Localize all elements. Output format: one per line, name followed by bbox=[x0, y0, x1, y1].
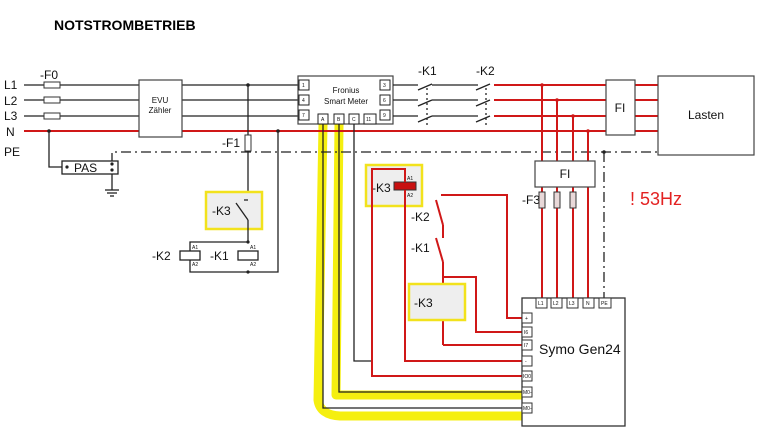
frequency-warning: ! 53Hz bbox=[630, 189, 682, 209]
k1-a2-label: A2 bbox=[250, 262, 256, 268]
wire-plus bbox=[441, 194, 522, 319]
svg-text:+: + bbox=[525, 316, 528, 322]
label-f1: -F1 bbox=[222, 136, 240, 150]
label-l2: L2 bbox=[4, 94, 18, 108]
svg-text:M0-: M0- bbox=[523, 406, 532, 412]
pas-label: PAS bbox=[74, 161, 97, 175]
ground-icon bbox=[105, 189, 119, 197]
fuse-f3-l2 bbox=[553, 191, 561, 209]
svg-text:I7: I7 bbox=[524, 343, 528, 349]
wire-k3-coil-a1 bbox=[371, 168, 522, 377]
svg-text:PE: PE bbox=[601, 301, 608, 307]
svg-text:L1: L1 bbox=[538, 301, 544, 307]
svg-text:M0-: M0- bbox=[523, 390, 532, 396]
inverter-terminals-left: + I6 I7 - IO0 M0- M0- bbox=[521, 312, 533, 414]
pas-n-wire bbox=[48, 131, 62, 168]
label-pe: PE bbox=[4, 145, 20, 159]
k3-a1-label: A1 bbox=[407, 176, 413, 182]
label-k3-contact-left: -K3 bbox=[212, 204, 231, 218]
label-k2-main: -K2 bbox=[476, 64, 495, 78]
fuse-f3-l3 bbox=[569, 191, 577, 209]
label-k2-nc: -K2 bbox=[411, 210, 430, 224]
wire-i6 bbox=[443, 276, 522, 333]
loads-box bbox=[657, 75, 755, 156]
label-k1-main: -K1 bbox=[418, 64, 437, 78]
svg-text:7: 7 bbox=[302, 113, 305, 119]
fuse-f3-l1 bbox=[538, 191, 546, 209]
k2-main-contacts bbox=[475, 83, 491, 127]
smart-meter-label-1: Fronius bbox=[333, 86, 360, 95]
diagram-title: NOTSTROMBETRIEB bbox=[54, 17, 196, 33]
fi-main-label: FI bbox=[615, 101, 626, 115]
label-k1-nc: -K1 bbox=[411, 241, 430, 255]
wire-meter-a bbox=[322, 124, 522, 409]
label-k2-coil: -K2 bbox=[152, 249, 171, 263]
loads-label: Lasten bbox=[688, 108, 724, 122]
label-f0: -F0 bbox=[40, 68, 58, 82]
pas-box bbox=[61, 160, 119, 175]
wire-meter-b bbox=[338, 124, 522, 393]
label-n: N bbox=[6, 125, 15, 139]
svg-text:C: C bbox=[352, 117, 356, 123]
fuse-f0-l1 bbox=[43, 81, 61, 89]
k3-contact-highlight-lower bbox=[407, 282, 467, 322]
k3-a2-label: A2 bbox=[407, 193, 413, 199]
evu-label-2: Zähler bbox=[149, 106, 172, 115]
inverter-box bbox=[521, 297, 626, 427]
label-l3: L3 bbox=[4, 109, 18, 123]
wire-k3-coil-a2 bbox=[404, 190, 522, 362]
svg-text:N: N bbox=[586, 301, 590, 307]
evu-label-1: EVU bbox=[152, 96, 169, 105]
smart-meter-terminals-bottom: A B C 11 bbox=[317, 113, 377, 125]
svg-text:I6: I6 bbox=[524, 330, 528, 336]
svg-text:9: 9 bbox=[383, 113, 386, 119]
smart-meter-terminals-right: 3 6 9 bbox=[379, 79, 391, 121]
svg-text:4: 4 bbox=[302, 98, 305, 104]
coil-k3 bbox=[393, 181, 417, 191]
svg-text:L2: L2 bbox=[553, 301, 559, 307]
pe-line bbox=[111, 151, 660, 163]
svg-text:3: 3 bbox=[383, 83, 386, 89]
label-l1: L1 bbox=[4, 78, 18, 92]
fi-inverter-box bbox=[534, 160, 596, 188]
label-k3-contact-lower: -K3 bbox=[414, 296, 433, 310]
svg-text:1: 1 bbox=[302, 83, 305, 89]
smart-meter-box bbox=[297, 75, 394, 125]
svg-text:-: - bbox=[525, 359, 527, 365]
coil-k1 bbox=[237, 250, 259, 261]
svg-text:B: B bbox=[337, 117, 341, 123]
svg-text:L3: L3 bbox=[569, 301, 575, 307]
k3-contact-highlight bbox=[204, 190, 264, 231]
evu-meter-box bbox=[138, 79, 183, 138]
label-f3: -F3 bbox=[522, 193, 540, 207]
k2-a2-label: A2 bbox=[192, 262, 198, 268]
phase-lines-grid bbox=[24, 84, 298, 117]
highlight-modbus-a bbox=[313, 120, 527, 421]
label-k3-coil: -K3 bbox=[372, 181, 391, 195]
fi-inverter-label: FI bbox=[560, 167, 571, 181]
fuse-f1 bbox=[244, 134, 252, 152]
fi-main-box bbox=[605, 79, 636, 136]
coil-k2 bbox=[179, 250, 201, 261]
smart-meter-terminals-left: 1 4 7 bbox=[298, 79, 310, 121]
svg-text:A: A bbox=[321, 117, 325, 123]
inverter-terminals-top: L1 L2 L3 N PE bbox=[535, 297, 612, 309]
control-return-wire bbox=[248, 131, 279, 273]
k1-a1-label: A1 bbox=[250, 245, 256, 251]
wire-meter-c bbox=[353, 124, 372, 362]
svg-text:IO0: IO0 bbox=[523, 374, 531, 380]
svg-text:6: 6 bbox=[383, 98, 386, 104]
inverter-label: Symo Gen24 bbox=[539, 341, 621, 357]
highlight-modbus-b bbox=[331, 120, 527, 400]
label-k1-coil: -K1 bbox=[210, 249, 229, 263]
k1-main-contacts bbox=[393, 83, 478, 127]
fuse-f0-l3 bbox=[43, 112, 61, 120]
svg-text:11: 11 bbox=[366, 117, 371, 123]
k2-a1-label: A1 bbox=[192, 245, 198, 251]
smart-meter-label-2: Smart Meter bbox=[324, 97, 368, 106]
fuse-f0-l2 bbox=[43, 96, 61, 104]
